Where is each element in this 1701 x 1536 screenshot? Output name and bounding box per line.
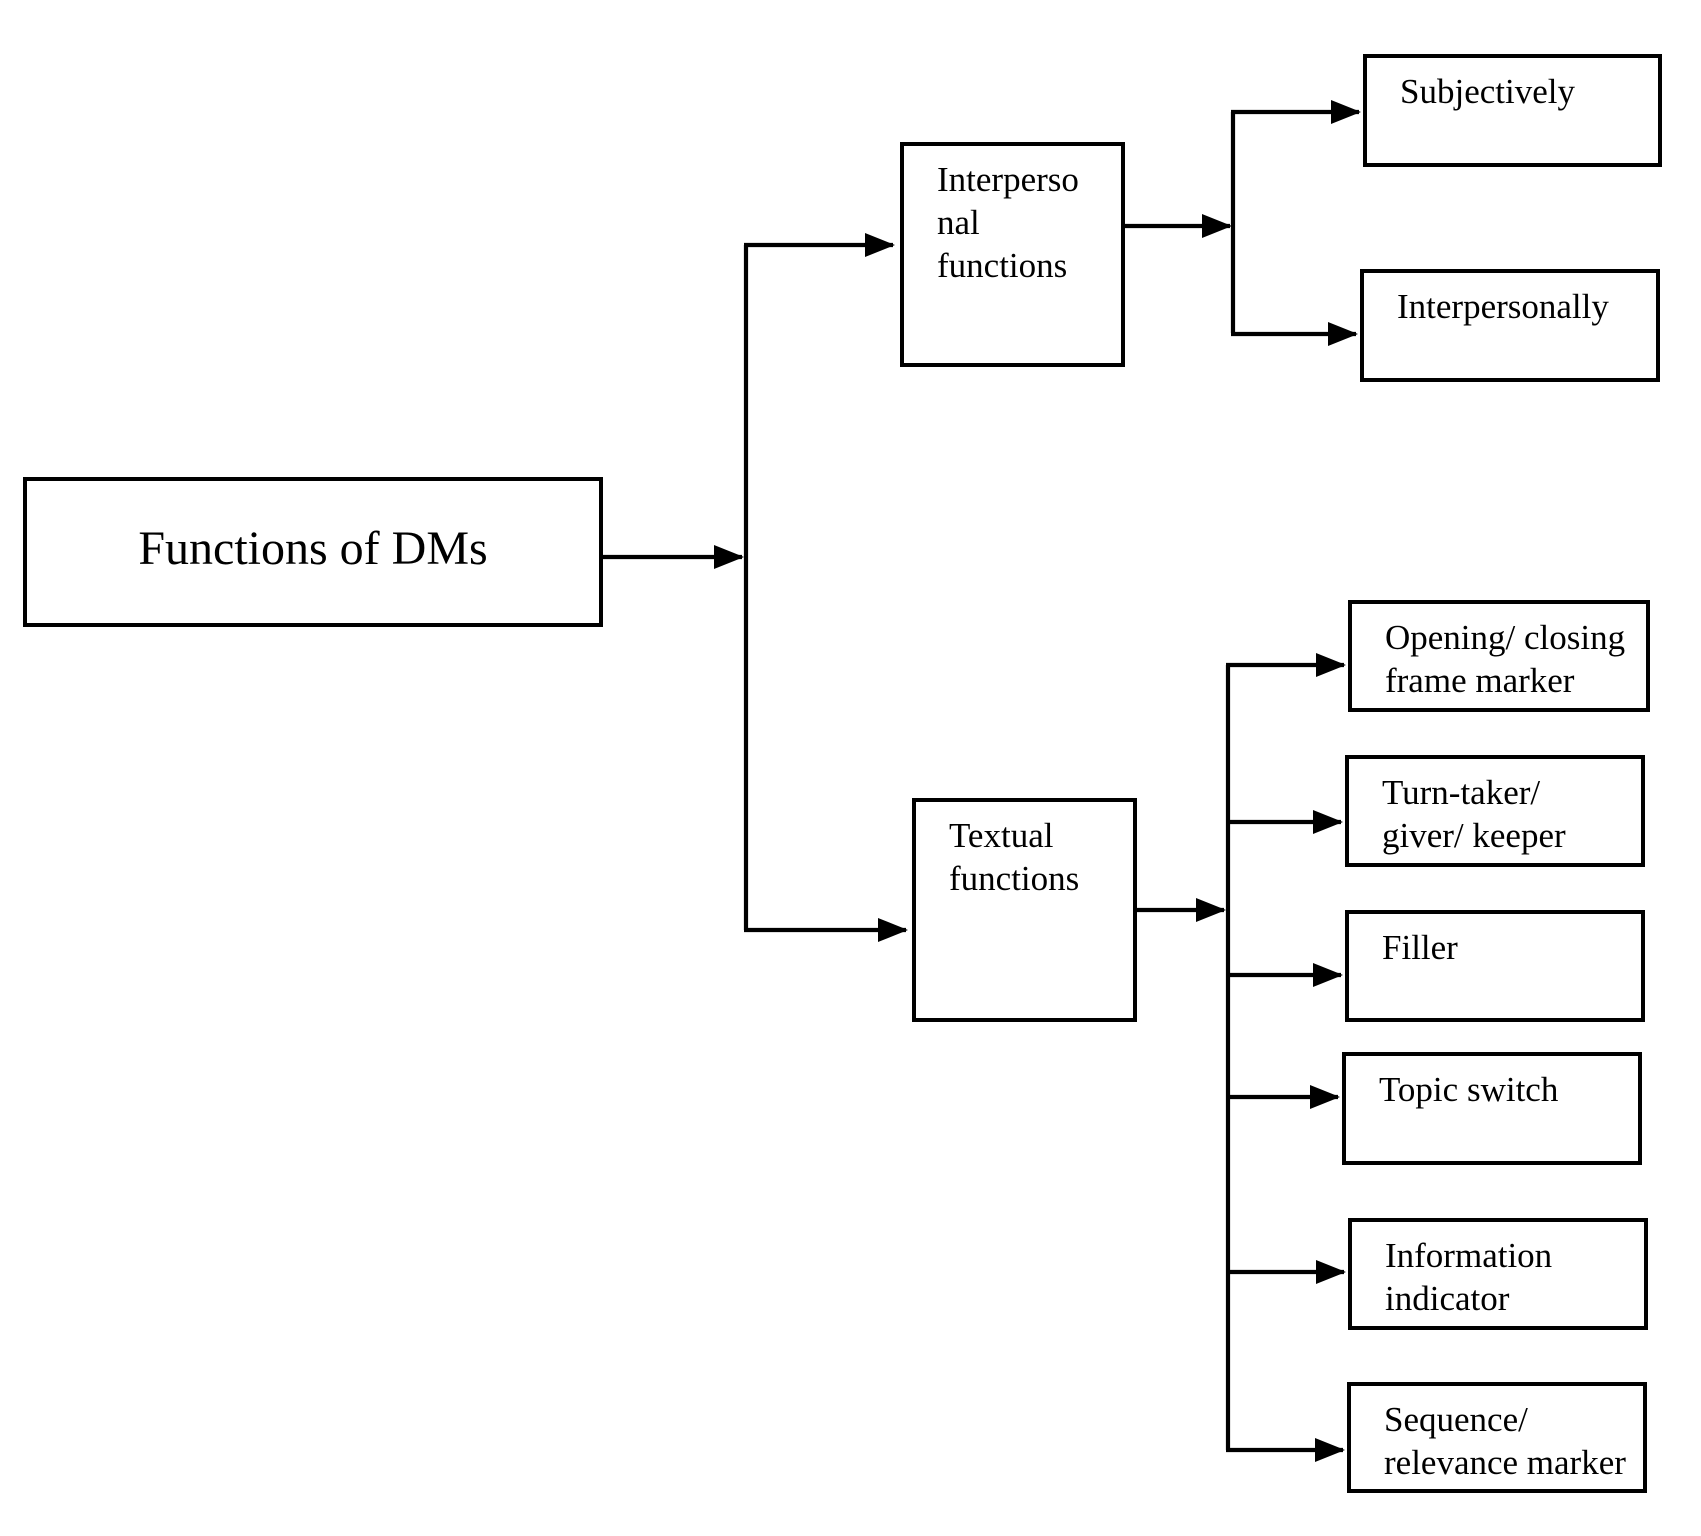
node-information-indicator: Information indicator xyxy=(1348,1218,1648,1330)
node-subjectively: Subjectively xyxy=(1363,54,1662,167)
node-interpersonal-functions: Interperso nal functions xyxy=(900,142,1125,367)
node-turn-taker-giver-keeper: Turn-taker/ giver/ keeper xyxy=(1345,755,1645,867)
node-sequence-relevance-marker: Sequence/ relevance marker xyxy=(1347,1382,1647,1493)
node-opening-closing-frame-marker: Opening/ closing frame marker xyxy=(1348,600,1650,712)
node-textual-functions: Textual functions xyxy=(912,798,1137,1022)
node-topic-switch: Topic switch xyxy=(1342,1052,1642,1165)
node-functions-of-dms: Functions of DMs xyxy=(23,477,603,627)
node-interpersonally: Interpersonally xyxy=(1360,269,1660,382)
node-filler: Filler xyxy=(1345,910,1645,1022)
